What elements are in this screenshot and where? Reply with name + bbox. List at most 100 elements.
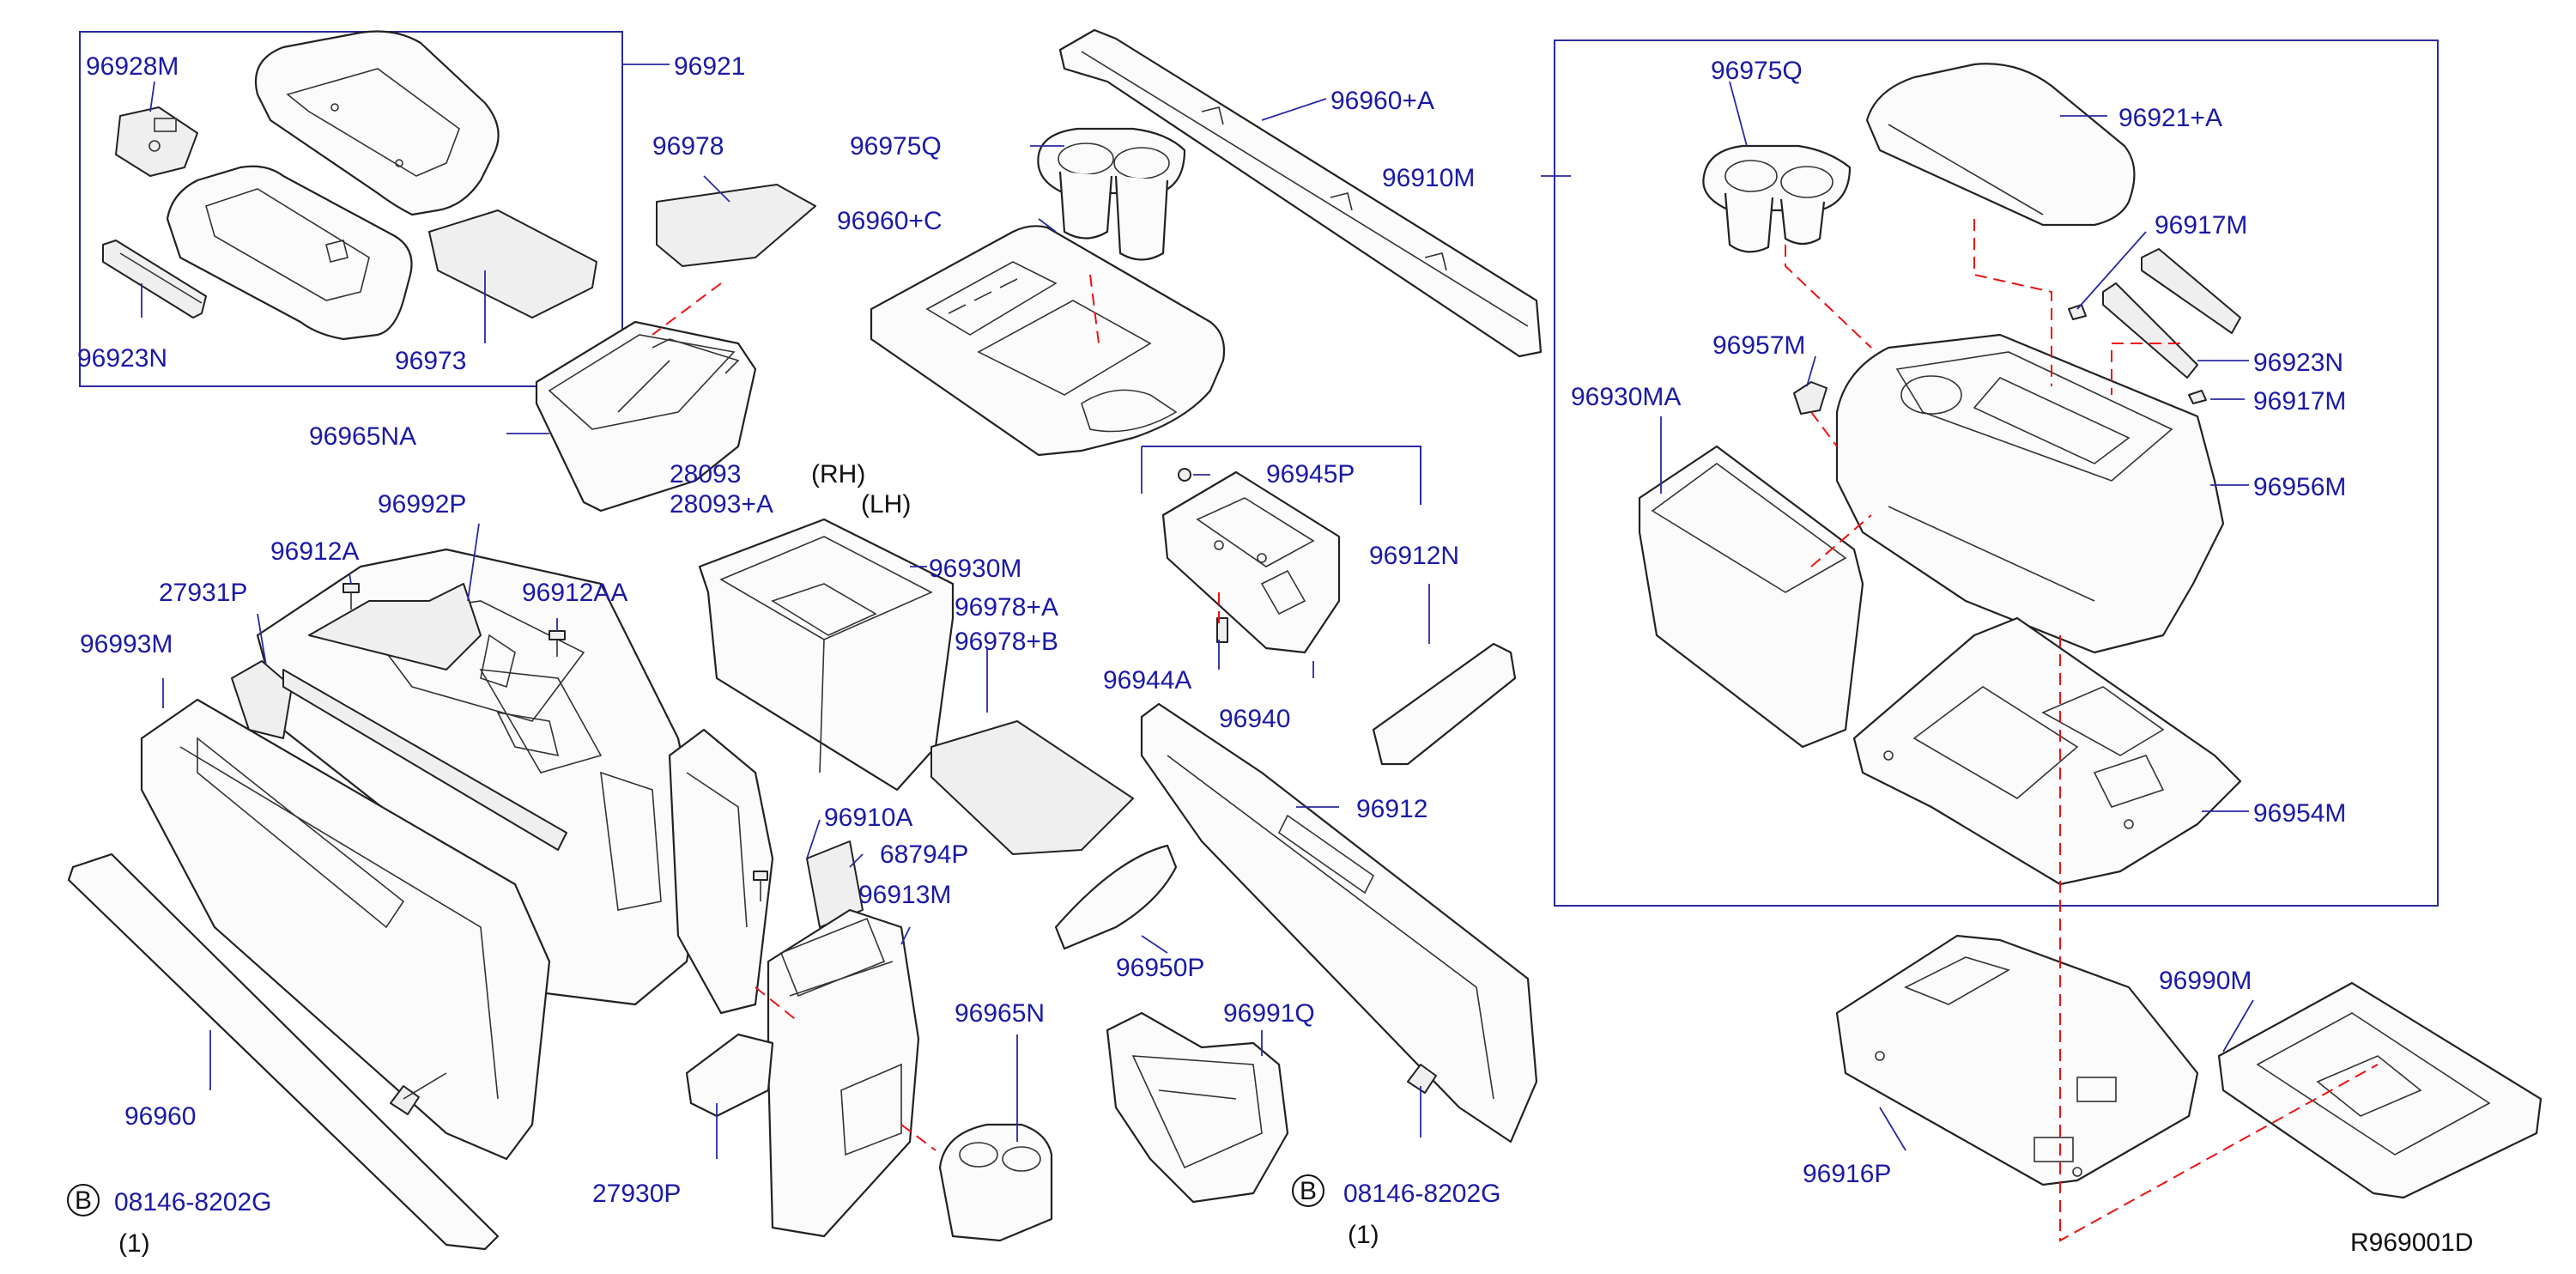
cupholder-96965N xyxy=(938,1123,1053,1242)
label-96950P: 96950P xyxy=(1116,954,1204,982)
centerline xyxy=(1810,514,1872,567)
label-qty-right: (1) xyxy=(1348,1221,1379,1249)
armrest-base-tray xyxy=(166,165,413,341)
label-96912AA: 96912AA xyxy=(522,579,627,607)
label-96960: 96960 xyxy=(124,1102,196,1131)
label-96916P: 96916P xyxy=(1803,1160,1891,1188)
indicator-96945P xyxy=(1178,468,1191,482)
armrest-lid-96921A xyxy=(1865,63,2136,227)
shifter-housing-96940 xyxy=(1161,470,1341,654)
label-96944A: 96944A xyxy=(1103,666,1191,695)
label-96954M: 96954M xyxy=(2253,799,2346,828)
label-lh: (LH) xyxy=(861,490,911,519)
cupholder-96975Q-right xyxy=(1702,144,1852,253)
label-96990M: 96990M xyxy=(2159,967,2252,995)
label-bolt-right: 08146-8202G xyxy=(1343,1180,1501,1208)
console-assembly-frame xyxy=(1554,39,2439,907)
centerline xyxy=(755,986,799,1022)
label-rh: (RH) xyxy=(811,460,865,488)
floor-plate-96916P xyxy=(1835,934,2199,1186)
side-panel-96993M xyxy=(140,698,551,1161)
sheet-96978 xyxy=(656,184,816,267)
label-96978A: 96978+A xyxy=(955,593,1058,622)
clip-96917M-a xyxy=(2068,304,2087,320)
label-28093: 28093 xyxy=(670,460,741,488)
clip-96917M-b xyxy=(2188,390,2207,404)
bracket-68794P xyxy=(806,840,864,928)
label-96975Q: 96975Q xyxy=(850,132,942,161)
label-96978: 96978 xyxy=(652,132,724,161)
label-96975Q-right: 96975Q xyxy=(1711,57,1803,85)
svg-text:B: B xyxy=(1300,1177,1317,1205)
svg-text:B: B xyxy=(75,1186,92,1215)
centerline xyxy=(1810,411,1838,447)
label-96930MA: 96930MA xyxy=(1571,383,1681,411)
label-96912N: 96912N xyxy=(1369,542,1459,570)
label-96912: 96912 xyxy=(1356,795,1427,823)
sheet-96978A-B xyxy=(930,720,1134,855)
label-96978B: 96978+B xyxy=(955,628,1058,656)
shifter-group-bracket xyxy=(1142,446,1421,505)
label-96993M: 96993M xyxy=(80,630,173,658)
armrest-assembly-frame xyxy=(79,31,623,387)
label-68794P: 68794P xyxy=(880,840,968,869)
label-96960C: 96960+C xyxy=(837,207,943,235)
bracket-96991Q xyxy=(1106,1011,1289,1204)
label-96928M: 96928M xyxy=(86,52,179,81)
latch-96957M xyxy=(1793,381,1827,415)
cupholder-96975Q xyxy=(1037,127,1186,261)
frame-96992P xyxy=(308,583,516,689)
pin-96944A xyxy=(1216,617,1228,643)
centerline xyxy=(2111,343,2180,395)
panel-96912N xyxy=(1372,642,1517,766)
label-96913M: 96913M xyxy=(858,881,951,909)
side-panel-96912 xyxy=(1140,702,1538,1144)
pad-96950P xyxy=(1054,844,1178,950)
centerline xyxy=(900,1124,936,1151)
label-96923N-left: 96923N xyxy=(77,344,167,373)
label-96940: 96940 xyxy=(1219,705,1290,733)
storage-box-96930MA xyxy=(1638,445,1864,749)
label-qty-left: (1) xyxy=(118,1229,150,1258)
hinge-strip-96923N-right xyxy=(2102,248,2241,379)
label-96921: 96921 xyxy=(674,52,745,81)
plate-96990M xyxy=(2217,981,2543,1199)
centerline xyxy=(1785,245,1872,349)
label-96930M: 96930M xyxy=(929,555,1021,583)
storage-box-96965NA xyxy=(535,320,757,513)
rear-bracket-96910A xyxy=(668,728,774,1015)
label-96991Q: 96991Q xyxy=(1223,999,1315,1028)
screw-left xyxy=(390,1072,447,1115)
label-96960A: 96960+A xyxy=(1330,87,1434,115)
centerline xyxy=(1973,219,2052,386)
label-96945P: 96945P xyxy=(1266,460,1355,488)
reference-code: R969001D xyxy=(2350,1228,2473,1257)
armrest-lid-96921 xyxy=(254,30,500,216)
bolt-symbol-left: B xyxy=(67,1184,100,1216)
label-96917M-a: 96917M xyxy=(2155,211,2247,240)
label-27930P: 27930P xyxy=(592,1180,681,1208)
console-cover-96956M xyxy=(1835,333,2225,654)
centerline xyxy=(1089,274,1100,344)
label-27931P: 27931P xyxy=(159,579,247,607)
grille-96913M xyxy=(767,908,920,1238)
label-96910A: 96910A xyxy=(824,804,912,832)
label-96956M: 96956M xyxy=(2253,473,2346,501)
trim-rail-96960A xyxy=(1058,28,1543,358)
centerline xyxy=(2059,1030,2379,1242)
centerline xyxy=(652,282,722,336)
storage-box-96930M xyxy=(698,518,955,792)
screw-right xyxy=(1407,1064,1437,1094)
bracket-27931P xyxy=(231,660,567,851)
label-96992P: 96992P xyxy=(378,490,466,519)
label-96921A: 96921+A xyxy=(2118,104,2222,132)
label-96965NA: 96965NA xyxy=(309,422,416,451)
pad-96973 xyxy=(428,209,597,318)
bolt-symbol-right: B xyxy=(1292,1174,1324,1207)
label-96912A: 96912A xyxy=(270,537,359,566)
trim-strip-96960 xyxy=(67,852,500,1251)
label-bolt-left: 08146-8202G xyxy=(114,1188,272,1216)
label-96965N: 96965N xyxy=(955,999,1045,1028)
finisher-96960C xyxy=(870,225,1226,457)
